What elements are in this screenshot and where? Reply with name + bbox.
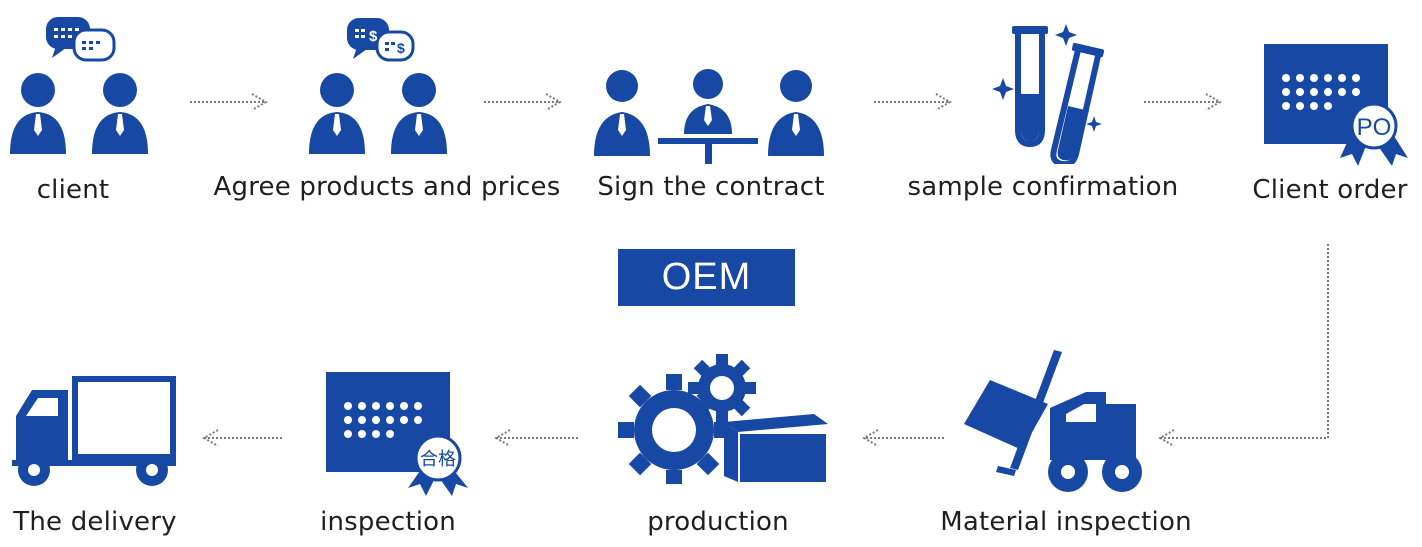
step-label-delivery: The delivery xyxy=(13,507,177,537)
step-label-order: Client order xyxy=(1252,175,1408,205)
step-label-client: client xyxy=(36,175,110,205)
oem-badge: OEM xyxy=(618,249,795,306)
step-label-material: Material inspection xyxy=(940,507,1192,537)
arrow-2-right xyxy=(484,93,563,111)
arrow-1-right xyxy=(190,93,269,111)
arrow-6-left xyxy=(861,429,944,447)
qualified-stamp-text: 合格 xyxy=(420,449,456,469)
step-label-agree: Agree products and prices xyxy=(213,172,561,202)
po-stamp-text: PO xyxy=(1357,114,1392,141)
arrow-8-left xyxy=(201,429,282,447)
two-people-chat-icon xyxy=(10,17,148,154)
gears-box-icon xyxy=(618,354,828,484)
box-icon xyxy=(724,414,828,482)
step-label-production: production xyxy=(647,507,789,537)
arrow-5-down-left xyxy=(1157,244,1329,447)
arrow-4-right xyxy=(1144,93,1223,111)
arrow-7-left xyxy=(493,429,578,447)
three-people-table-icon xyxy=(594,69,824,164)
svg-text:$: $ xyxy=(397,40,405,56)
delivery-truck-icon xyxy=(12,376,176,486)
step-label-contract: Sign the contract xyxy=(597,172,825,202)
purchase-order-certificate-icon: PO xyxy=(1264,44,1408,166)
arrow-3-right xyxy=(874,93,953,111)
step-label-sample: sample confirmation xyxy=(907,172,1179,202)
qualified-certificate-icon: 合格 xyxy=(326,372,468,496)
test-tubes-icon xyxy=(992,24,1105,164)
step-label-inspection: inspection xyxy=(320,507,456,537)
forklift-icon xyxy=(964,350,1142,492)
two-people-price-chat-icon: $ $ xyxy=(309,18,447,154)
svg-text:$: $ xyxy=(369,28,378,45)
